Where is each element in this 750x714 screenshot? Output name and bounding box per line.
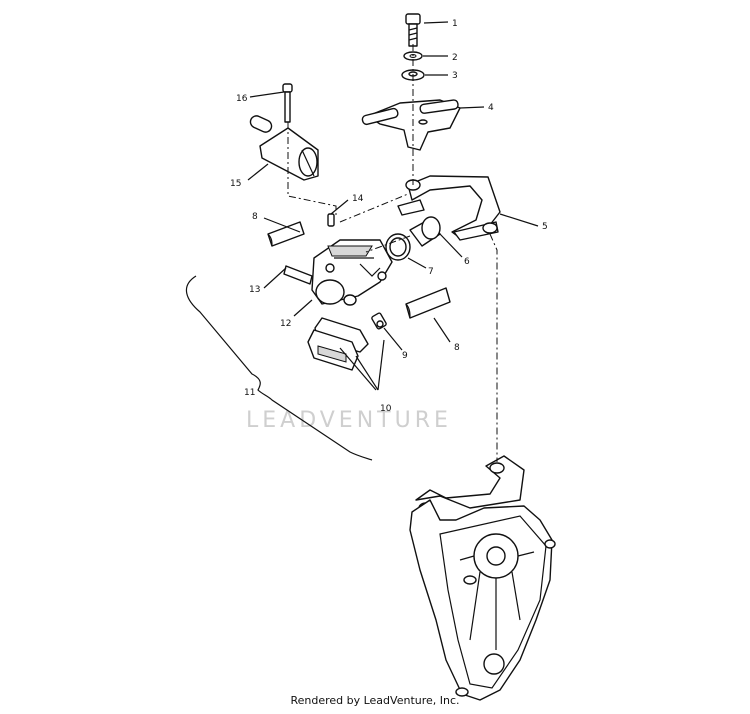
leadventure-watermark: LEADVENTURE [246, 408, 452, 433]
bolt-part-1 [405, 13, 421, 47]
pad-shim-part-8-right [405, 287, 451, 319]
fitting-part-14 [327, 213, 335, 227]
screw-part-16 [282, 83, 293, 123]
master-cylinder-part-15 [249, 115, 319, 181]
callout-16: 16 [236, 94, 248, 104]
footer-credit: Rendered by LeadVenture, Inc. [290, 694, 460, 707]
callout-5: 5 [542, 222, 548, 232]
callout-13: 13 [249, 285, 260, 295]
callout-11: 11 [244, 388, 255, 398]
callout-8-right: 8 [454, 343, 460, 353]
seal-ring-part-7 [385, 233, 411, 261]
callout-10: 10 [380, 404, 392, 414]
assembly-guide-lines [287, 44, 498, 462]
callout-6: 6 [464, 257, 470, 267]
piston-part-6 [409, 216, 441, 247]
svg-text:LEADVENTURE: LEADVENTURE [246, 408, 452, 433]
group-11-bracket [185, 275, 373, 461]
callout-7: 7 [428, 267, 434, 277]
callout-3: 3 [452, 71, 458, 81]
caliper-bracket-part-5 [397, 175, 501, 241]
callout-12: 12 [280, 319, 291, 329]
callout-2: 2 [452, 53, 458, 63]
callout-1: 1 [452, 19, 458, 29]
callout-8-left: 8 [252, 212, 258, 222]
bracket-plate-part-4 [361, 99, 461, 151]
callout-9: 9 [402, 351, 408, 361]
callout-4: 4 [488, 103, 494, 113]
bleeder-part-9 [371, 312, 387, 330]
brake-pad-part-10-front [307, 329, 359, 371]
pin-part-13 [283, 265, 313, 285]
pad-shim-part-8-left [267, 221, 305, 247]
callout-15: 15 [230, 179, 241, 189]
callout-14: 14 [352, 194, 364, 204]
callout-leader-lines [247, 21, 539, 391]
caliper-body-part-12 [311, 239, 393, 306]
chaincase-housing [409, 455, 556, 701]
